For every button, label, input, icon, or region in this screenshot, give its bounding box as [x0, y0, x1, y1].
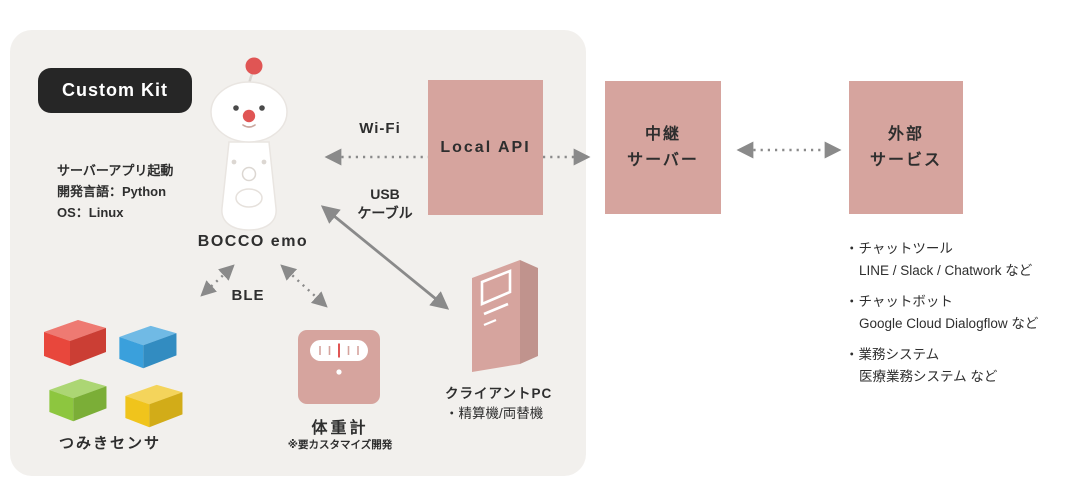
relay-server-label-line1: 中継 [644, 125, 681, 143]
list-item: ・チャットツール LINE / Slack / Chatwork など [845, 238, 1075, 282]
external-services-list: ・チャットツール LINE / Slack / Chatwork など ・チャッ… [845, 238, 1075, 397]
usb-label-line1: USB [370, 186, 400, 202]
local-api-label: Local API [440, 138, 531, 156]
yellow-block-icon [118, 383, 188, 431]
list-item-title: ・チャットツール [845, 241, 953, 256]
list-item-title: ・業務システム [845, 347, 940, 362]
relay-server-label-line2: サーバー [627, 151, 699, 169]
blue-block-icon [112, 324, 182, 372]
client-pc-sub-label: ・精算機/両替機 [445, 406, 544, 421]
relay-server-box: 中継 サーバー [605, 81, 721, 214]
spec-line-2: 開発言語：Python [57, 184, 167, 199]
weight-scale-note: ※要カスタマイズ開発 [287, 439, 393, 451]
bocco-emo-robot-icon [192, 50, 307, 238]
list-item: ・チャットボット Google Cloud Dialogflow など [845, 291, 1075, 335]
red-block-icon [36, 318, 112, 370]
server-app-specs: サーバーアプリ起動 開発言語：Python OS：Linux [57, 160, 217, 223]
external-service-label-line1: 外部 [887, 125, 924, 143]
list-item-desc: 医療業務システム など [859, 369, 998, 384]
list-item: ・業務システム 医療業務システム など [845, 344, 1075, 388]
external-service-box: 外部 サービス [849, 81, 963, 214]
list-item-desc: LINE / Slack / Chatwork など [859, 263, 1033, 278]
green-block-icon [42, 376, 112, 426]
client-pc-label: クライアントPC [445, 386, 553, 401]
client-pc-kiosk-icon [462, 252, 550, 374]
custom-kit-badge: Custom Kit [38, 68, 192, 113]
list-item-desc: Google Cloud Dialogflow など [859, 316, 1039, 331]
wifi-label: Wi-Fi [359, 120, 401, 137]
usb-label-line2: ケーブル [357, 205, 413, 221]
weight-scale-label: 体重計 [311, 420, 369, 437]
spec-line-3: OS：Linux [57, 205, 124, 220]
spec-line-1: サーバーアプリ起動 [57, 163, 174, 178]
list-item-title: ・チャットボット [845, 294, 953, 309]
weight-scale-icon [298, 330, 380, 404]
bocco-emo-label: BOCCO emo [197, 233, 309, 250]
external-service-label-line2: サービス [869, 151, 942, 169]
tsumiki-sensor-label: つみきセンサ [58, 435, 161, 452]
local-api-box: Local API [428, 80, 543, 215]
usb-cable-label: USB ケーブル [350, 185, 420, 223]
ble-label: BLE [231, 287, 265, 304]
